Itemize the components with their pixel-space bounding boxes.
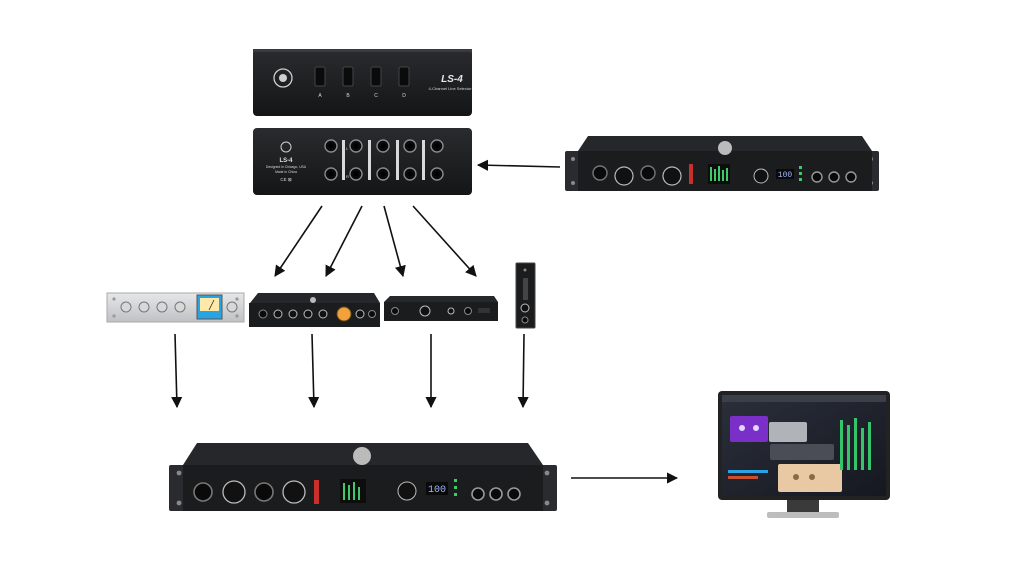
arrow-ls4-to-preamp-1 — [274, 205, 323, 277]
preamp-black-compact — [384, 296, 498, 321]
preamp-silver-vu — [106, 292, 245, 323]
ls4-rear-jacks — [324, 139, 444, 181]
arrow-preamp-4-down — [517, 333, 529, 409]
ls4-switches — [314, 66, 410, 87]
ls4-rear-designed: Designed in Chicago, USA — [266, 165, 307, 169]
ls4-rear-made: Made in China — [275, 170, 297, 174]
ls4-front-panel: A B C D LS-4 4-Channel Line Selector — [253, 49, 472, 116]
ls4-front-subtitle: 4-Channel Line Selector — [429, 86, 473, 91]
audio-interface-top: 100 — [565, 136, 879, 191]
interface-bottom-display: 100 — [428, 485, 446, 496]
arrow-ls4-to-preamp-3 — [383, 205, 406, 278]
preamp-500-module — [515, 262, 536, 329]
arrow-ls4-to-preamp-4 — [412, 205, 477, 277]
arrow-interface-to-ls4 — [476, 159, 561, 171]
switch-label-d: D — [402, 93, 406, 99]
audio-interface-bottom: 100 — [169, 443, 557, 511]
switch-label-a: A — [318, 93, 322, 99]
ls4-rear-cert: CE ⊠ — [280, 177, 292, 182]
arrow-ls4-to-preamp-2 — [325, 205, 363, 277]
connection-arrows — [171, 159, 679, 484]
brand-logo-icon — [273, 68, 293, 88]
rear-label-r: R — [346, 174, 349, 179]
computer-monitor — [718, 391, 890, 518]
rear-label-l: L — [346, 146, 349, 151]
ls4-rear-model: LS-4 — [279, 158, 293, 164]
daw-screen — [722, 395, 886, 492]
interface-top-display: 100 — [778, 171, 793, 180]
switch-label-c: C — [374, 93, 378, 99]
ls4-rear-panel: LS-4 Designed in Chicago, USA Made in Ch… — [253, 128, 472, 195]
brand-logo-icon — [280, 141, 292, 153]
ls4-front-model: LS-4 — [441, 74, 463, 85]
tube-window-icon — [336, 306, 352, 322]
arrow-preamp-1-down — [171, 333, 183, 409]
vu-meter-icon — [200, 298, 219, 311]
switch-label-b: B — [346, 93, 350, 99]
arrow-preamp-2-down — [308, 333, 320, 409]
preamp-black-tube — [249, 293, 380, 327]
